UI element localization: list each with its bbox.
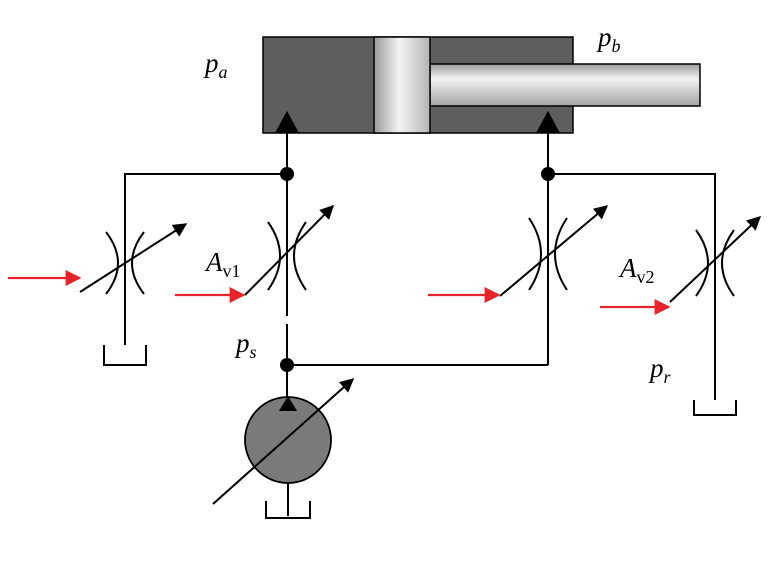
pump-outlet-arrow	[279, 396, 297, 411]
port-a-arrow	[275, 111, 299, 133]
orifice-arc-right	[131, 231, 145, 295]
piston	[373, 36, 431, 134]
orifice-arc-right	[293, 221, 307, 291]
junction-dot-supply	[280, 358, 294, 372]
label-pb: pb	[596, 22, 621, 56]
orifice-arc-left	[105, 231, 119, 295]
adjust-arrow	[79, 223, 188, 293]
variable-displacement-pump	[212, 378, 355, 505]
pipe-b-to-right-tank	[548, 173, 716, 400]
variable-orifice-av2	[600, 216, 762, 315]
piston-rod	[429, 63, 701, 107]
tank-left	[103, 345, 147, 366]
orifice-arc-right	[554, 217, 568, 291]
label-av2: Av2	[618, 253, 655, 287]
pipe-network	[124, 133, 716, 516]
adjust-arrow	[244, 205, 334, 296]
variable-orifice-supply-b	[428, 205, 609, 303]
orifice-arc-left	[267, 221, 281, 291]
orifice-arc-left	[528, 217, 542, 291]
label-ps: ps	[234, 328, 257, 362]
label-pa: pa	[203, 48, 228, 82]
variable-orifice-av1	[175, 205, 334, 303]
orifice-arc-left	[695, 229, 709, 297]
tank-right	[693, 400, 737, 416]
tank-pump	[265, 501, 311, 519]
variable-orifice-left-return	[8, 223, 188, 295]
port-b-arrow	[536, 111, 560, 133]
pipe-a-to-left-tank	[124, 173, 287, 345]
junction-dot-b	[541, 167, 555, 181]
orifice-arc-right	[721, 229, 735, 297]
adjust-arrow	[669, 216, 762, 303]
adjust-arrow	[499, 205, 609, 297]
label-pr: pr	[648, 353, 672, 387]
hydraulic-cylinder	[262, 36, 701, 134]
label-av1: Av1	[204, 247, 241, 281]
pump-adjust-arrow	[212, 378, 355, 505]
junction-dot-a	[280, 167, 294, 181]
